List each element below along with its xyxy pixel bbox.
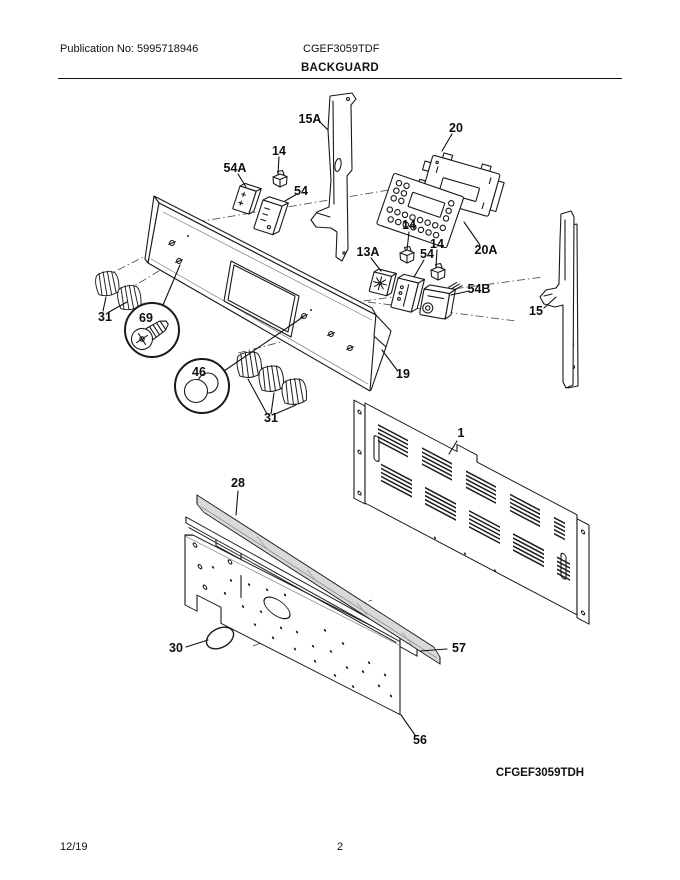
part-15a-side-bracket bbox=[310, 92, 357, 262]
callout-20: 20 bbox=[449, 121, 463, 135]
part-20a-keypad-overlay bbox=[376, 172, 464, 249]
callout-56: 56 bbox=[413, 733, 427, 747]
part-69-screw-detail bbox=[124, 302, 180, 358]
part-46-plug-detail bbox=[174, 358, 230, 414]
callout-69: 69 bbox=[139, 311, 153, 325]
callout-54-2: 54 bbox=[420, 247, 434, 261]
callout-20a: 20A bbox=[475, 243, 498, 257]
part-15-side-bracket bbox=[539, 210, 579, 389]
part-31-knobs-middle bbox=[235, 349, 309, 407]
callout-54-1: 54 bbox=[294, 184, 308, 198]
callout-28: 28 bbox=[231, 476, 245, 490]
callout-15: 15 bbox=[529, 304, 543, 318]
callout-54a: 54A bbox=[224, 161, 247, 175]
callout-leader-lines bbox=[102, 120, 557, 736]
part-28-top-trim bbox=[196, 494, 441, 665]
callout-31-middle: 31 bbox=[264, 411, 278, 425]
callout-57: 57 bbox=[452, 641, 466, 655]
callout-14-3: 14 bbox=[430, 237, 444, 251]
part-54a-switch bbox=[232, 182, 262, 215]
part-14-clip-1 bbox=[272, 169, 288, 188]
part-1-vent-panel bbox=[353, 399, 590, 625]
model-number: CGEF3059TDF bbox=[303, 43, 380, 55]
callout-14-1: 14 bbox=[272, 144, 286, 158]
publication-number: Publication No: 5995718946 bbox=[60, 43, 199, 55]
callout-46: 46 bbox=[192, 365, 206, 379]
callout-15a: 15A bbox=[299, 112, 322, 126]
part-54-switch-upper bbox=[253, 196, 289, 236]
diagram-variant-code: CFGEF3059TDH bbox=[495, 767, 585, 779]
callout-31-left: 31 bbox=[98, 310, 112, 324]
header-divider bbox=[58, 78, 622, 79]
part-13a-switch bbox=[368, 268, 397, 297]
part-19-control-panel bbox=[144, 195, 392, 392]
footer-date: 12/19 bbox=[60, 841, 88, 853]
callout-54b: 54B bbox=[468, 282, 491, 296]
part-56-rear-panel bbox=[184, 534, 401, 716]
part-54b-switch bbox=[419, 282, 463, 320]
part-31-knobs-left bbox=[93, 269, 144, 312]
part-30-oval-plug bbox=[205, 626, 235, 650]
callout-1: 1 bbox=[458, 426, 465, 440]
callout-19: 19 bbox=[396, 367, 410, 381]
footer-page-number: 2 bbox=[336, 841, 344, 853]
callout-13a: 13A bbox=[357, 245, 380, 259]
callout-30: 30 bbox=[169, 641, 183, 655]
page-title: BACKGUARD bbox=[300, 62, 380, 74]
part-14-clip-3 bbox=[430, 262, 446, 281]
part-54-switch-middle bbox=[390, 273, 425, 313]
callout-14-2: 14 bbox=[402, 218, 416, 232]
